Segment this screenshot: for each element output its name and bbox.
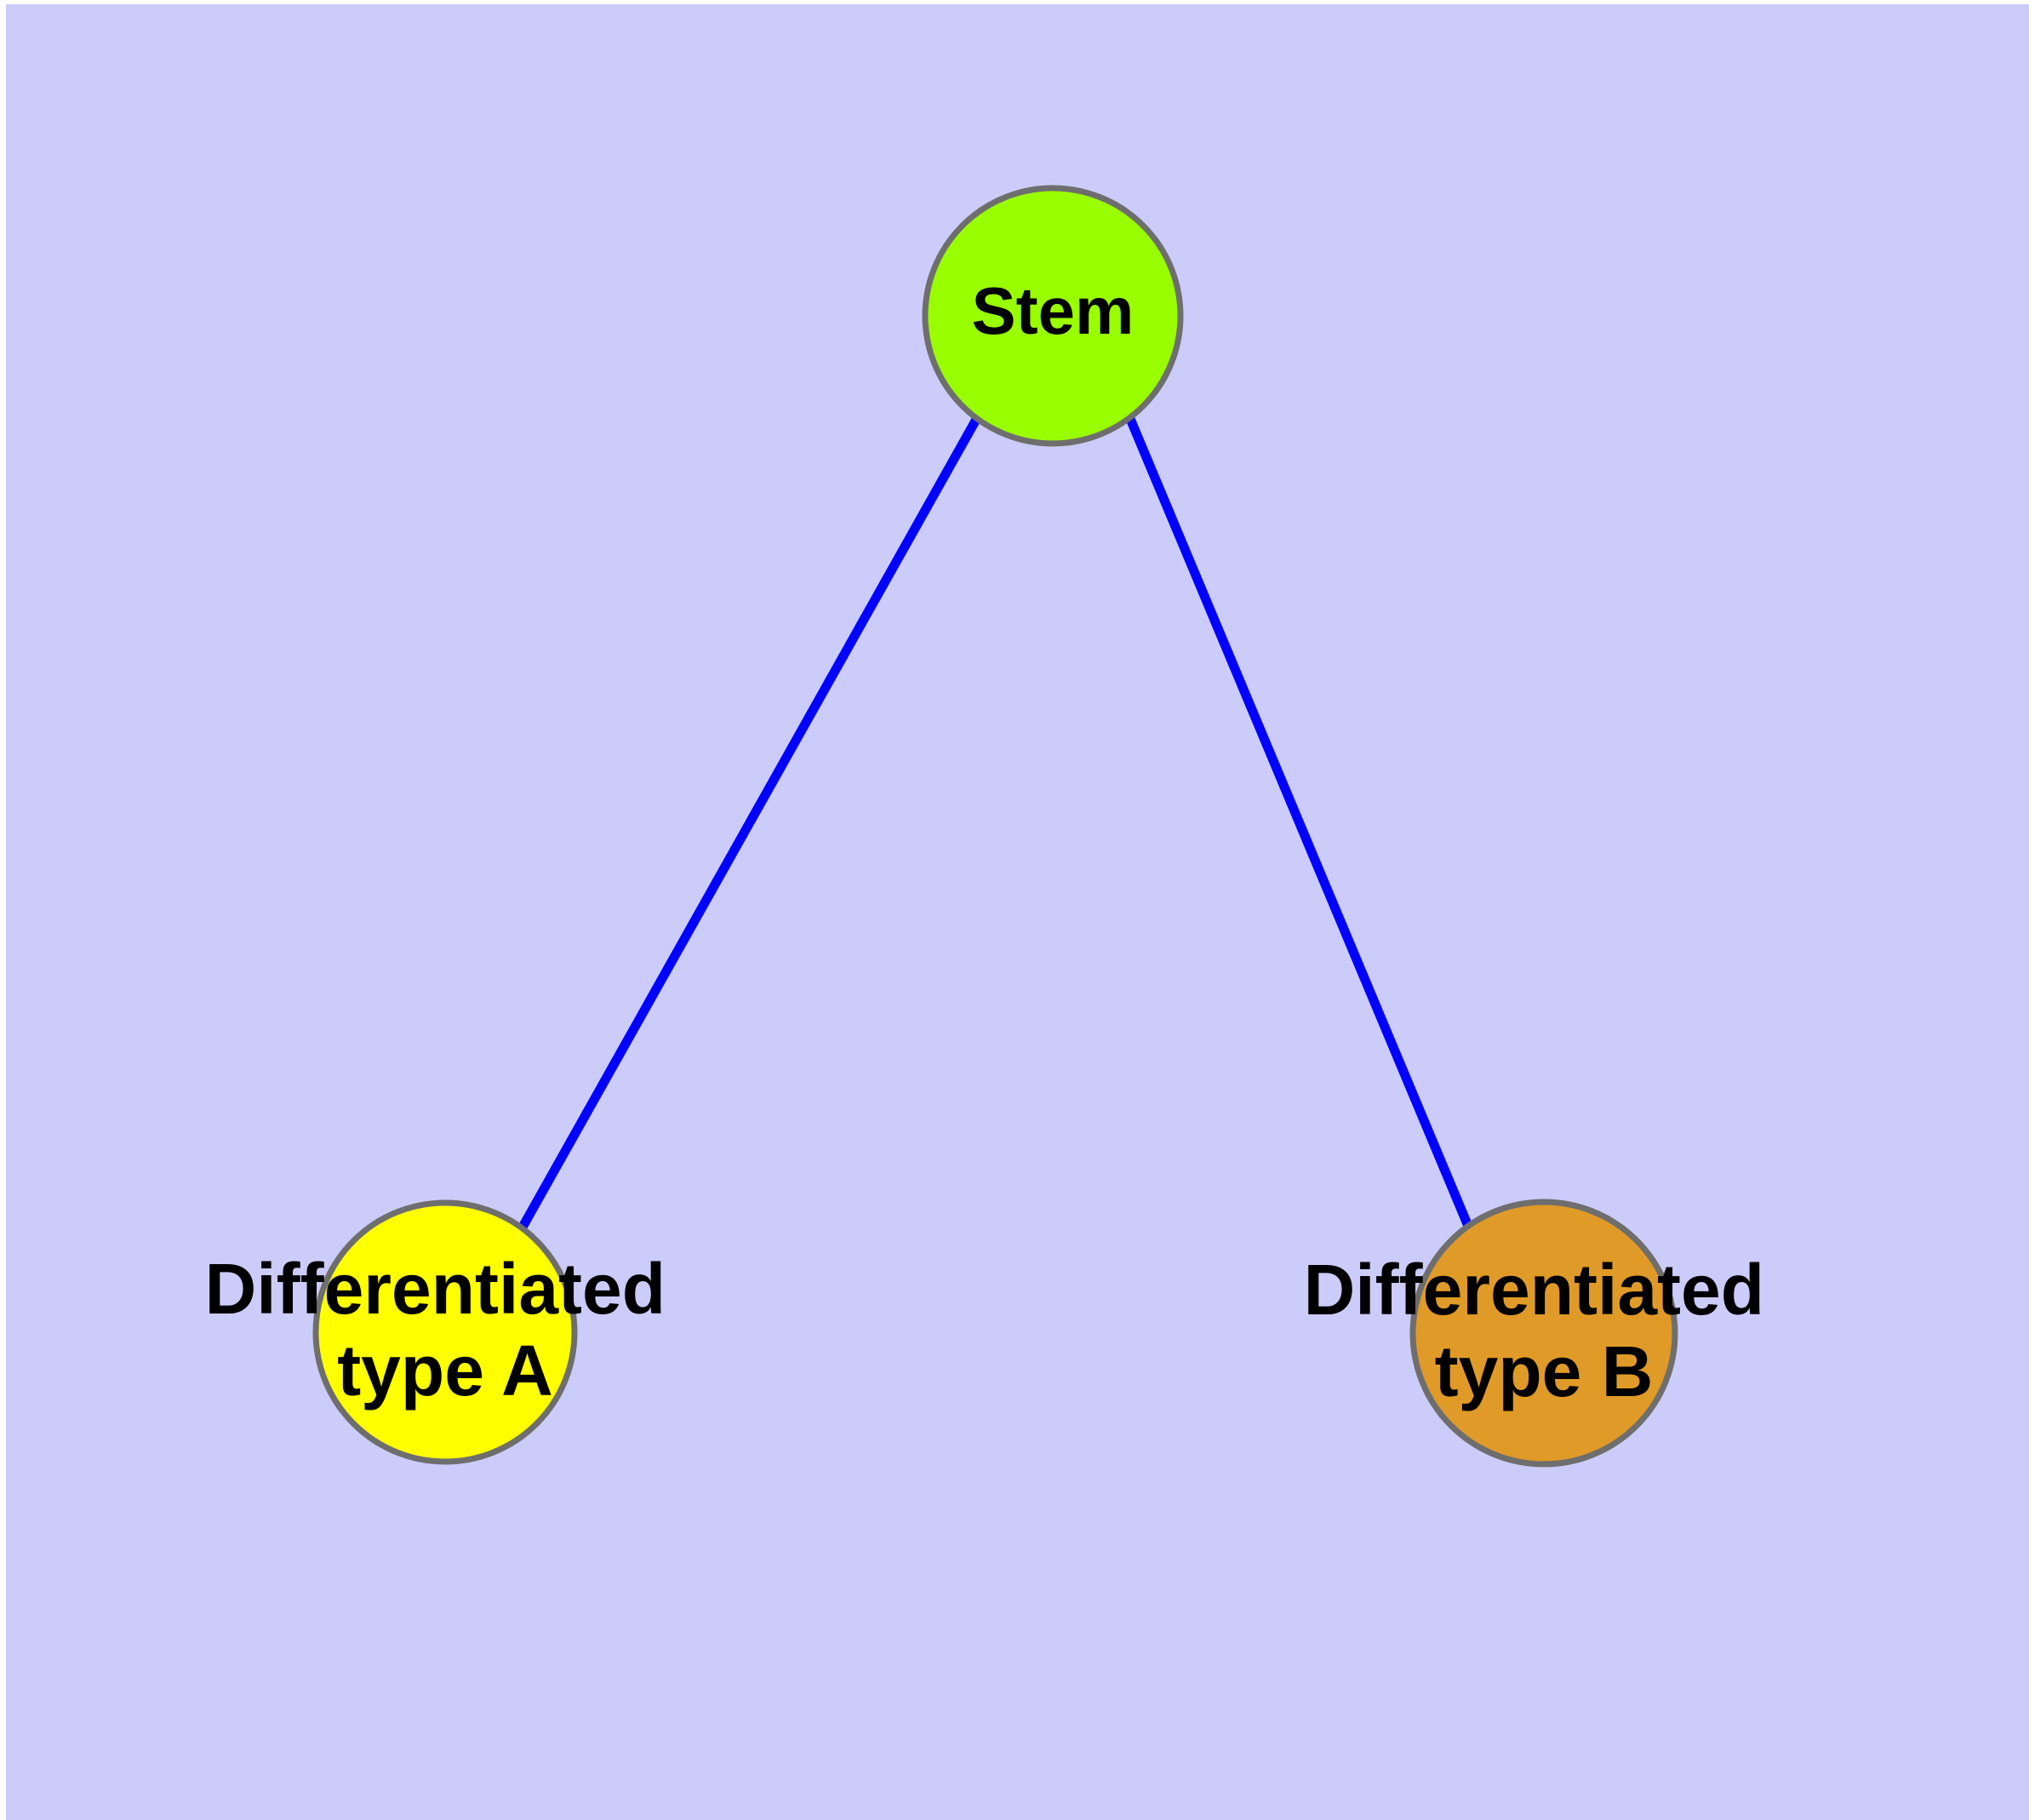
edge-stem-to-differentiated-type-b[interactable] xyxy=(1125,416,1475,1233)
node-stem[interactable]: Stem xyxy=(922,185,1184,447)
node-differentiated-type-a-circle[interactable] xyxy=(312,1199,578,1465)
node-differentiated-type-a[interactable]: Differentiated type A xyxy=(205,1199,686,1465)
node-differentiated-type-a-label: Differentiated type A xyxy=(205,1249,686,1411)
node-layer: Stem Differentiated type A Differentiate… xyxy=(205,185,1785,1468)
edge-layer xyxy=(517,415,1475,1233)
node-stem-label: Stem xyxy=(972,273,1135,348)
node-differentiated-type-b[interactable]: Differentiated type B xyxy=(1304,1199,1785,1468)
node-differentiated-type-b-label: Differentiated type B xyxy=(1304,1250,1785,1411)
edge-stem-to-differentiated-type-a[interactable] xyxy=(517,415,981,1233)
node-differentiated-type-b-circle[interactable] xyxy=(1409,1199,1678,1468)
node-stem-circle[interactable] xyxy=(922,185,1184,447)
